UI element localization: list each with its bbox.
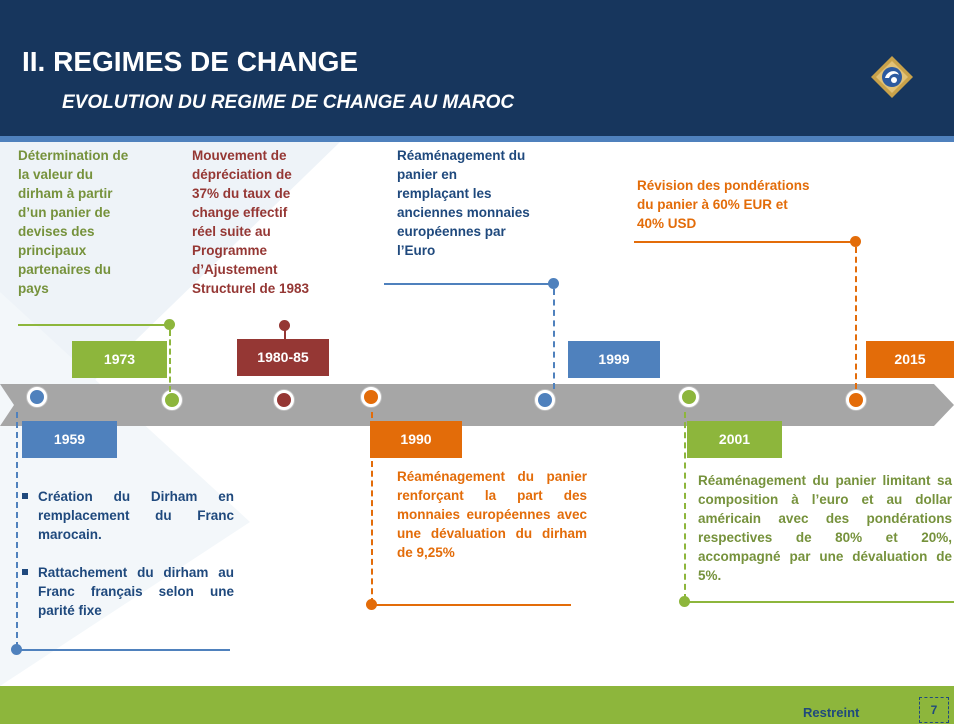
event-1959-connector xyxy=(16,412,18,648)
text-line: européennes par xyxy=(397,224,506,239)
text-line: Révision des pondérations xyxy=(637,178,810,193)
text-line: dépréciation de xyxy=(192,167,292,182)
timeline-arrow xyxy=(0,384,954,426)
event-1959-underline xyxy=(16,649,230,651)
event-1999-text: Réaménagement du panier en remplaçant le… xyxy=(397,146,567,260)
year-box-1980-85: 1980-85 xyxy=(237,339,329,376)
text-line: dirham à partir xyxy=(18,186,113,201)
event-1980-85-connector xyxy=(284,330,286,340)
event-1999-dot xyxy=(548,278,559,289)
text-line: anciennes monnaies xyxy=(397,205,530,220)
header-band xyxy=(0,0,954,136)
year-box-2001: 2001 xyxy=(687,421,782,458)
event-1980-85-dot xyxy=(279,320,290,331)
text-line: réel suite au xyxy=(192,224,271,239)
year-box-1999: 1999 xyxy=(568,341,660,378)
event-1990-underline xyxy=(371,604,571,606)
text-line: pays xyxy=(18,281,49,296)
text-line: 37% du taux de xyxy=(192,186,291,201)
timeline-marker-1973 xyxy=(162,390,182,410)
year-box-2015: 2015 xyxy=(866,341,954,378)
list-item: Rattachement du dirham au Franc français… xyxy=(22,563,234,620)
text-line: 40% USD xyxy=(637,216,697,231)
text-line: partenaires du xyxy=(18,262,112,277)
event-1999-underline xyxy=(384,283,552,285)
event-1980-85-text: Mouvement de dépréciation de 37% du taux… xyxy=(192,146,352,298)
timeline-marker-1959 xyxy=(27,387,47,407)
text-line: principaux xyxy=(18,243,87,258)
year-box-1959: 1959 xyxy=(22,421,117,458)
text-line: remplaçant les xyxy=(397,186,492,201)
event-1973-underline xyxy=(18,324,170,326)
text-line: Détermination de xyxy=(18,148,129,163)
event-1973-text: Détermination de la valeur du dirham à p… xyxy=(18,146,168,298)
event-2001-underline xyxy=(684,601,954,603)
classification-label: Restreint xyxy=(803,705,860,720)
text-line: Mouvement de xyxy=(192,148,287,163)
list-item: Création du Dirham en remplacement du Fr… xyxy=(22,487,234,544)
year-box-1973: 1973 xyxy=(72,341,167,378)
event-1973-dot xyxy=(164,319,175,330)
event-2001-connector xyxy=(684,412,686,600)
event-1999-connector xyxy=(553,289,555,389)
timeline-marker-2001 xyxy=(679,387,699,407)
slide-title: II. REGIMES DE CHANGE xyxy=(22,46,359,77)
text-line: d’un panier de xyxy=(18,205,111,220)
event-1990-text: Réaménagement du panier renforçant la pa… xyxy=(397,469,587,560)
text-line: Programme xyxy=(192,243,268,258)
event-2015-text: Révision des pondérations du panier à 60… xyxy=(637,176,853,233)
footer-band xyxy=(0,686,954,724)
event-1959-list: Création du Dirham en remplacement du Fr… xyxy=(22,487,234,639)
year-box-1990: 1990 xyxy=(370,421,462,458)
text-line: l’Euro xyxy=(397,243,436,258)
text-line: la valeur du xyxy=(18,167,94,182)
timeline-marker-1990 xyxy=(361,387,381,407)
event-2001-text: Réaménagement du panier limitant sa comp… xyxy=(698,473,952,583)
event-2015-connector xyxy=(855,247,857,389)
text-line: Structurel de 1983 xyxy=(192,281,310,296)
text-line: devises des xyxy=(18,224,95,239)
text-line: Réaménagement du xyxy=(397,148,526,163)
event-2015-underline xyxy=(634,241,856,243)
event-2015-dot xyxy=(850,236,861,247)
text-line: du panier à 60% EUR et xyxy=(637,197,788,212)
event-1973-connector xyxy=(169,330,171,392)
slide-subtitle: EVOLUTION DU REGIME DE CHANGE AU MAROC xyxy=(62,92,515,113)
timeline-marker-1980 xyxy=(274,390,294,410)
timeline-marker-1999 xyxy=(535,390,555,410)
text-line: panier en xyxy=(397,167,458,182)
header-accent-bar xyxy=(0,136,954,142)
text-line: d’Ajustement xyxy=(192,262,278,277)
timeline-marker-2015 xyxy=(846,390,866,410)
page-number: 7 xyxy=(919,697,949,723)
text-line: change effectif xyxy=(192,205,288,220)
bank-logo-icon xyxy=(871,56,913,98)
event-1990-connector xyxy=(371,412,373,604)
